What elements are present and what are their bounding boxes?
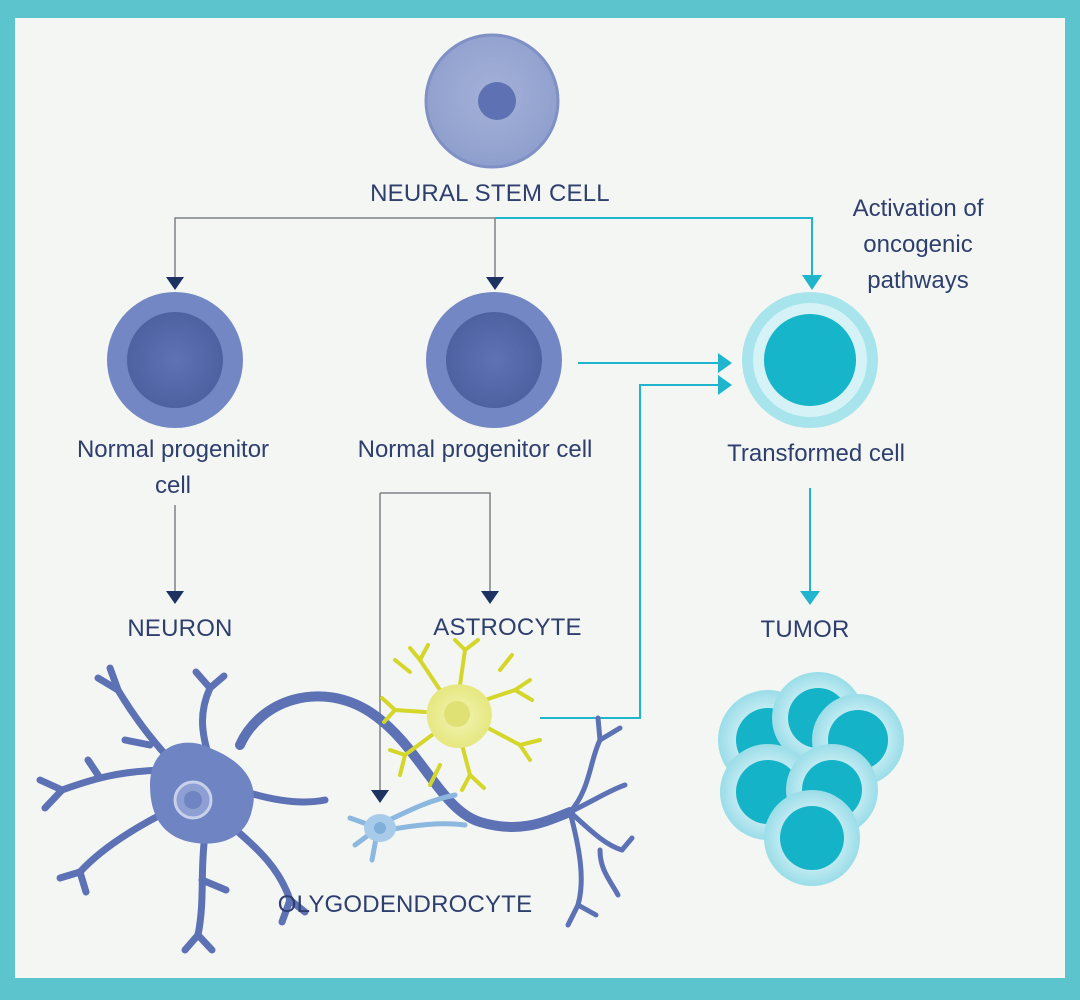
label-activation-line: oncogenic (863, 231, 973, 258)
label-progenitor-left: Normal progenitor cell (58, 432, 288, 504)
arrowhead (800, 591, 820, 605)
label-neural-stem-cell: NEURAL STEM CELL (370, 180, 610, 207)
arrow-progenitor-to-astrocyte (380, 492, 491, 592)
arrowhead (166, 591, 184, 604)
arrowhead (166, 277, 184, 290)
neural-stem-cell (424, 33, 560, 169)
progenitor-cell-mid (426, 292, 562, 428)
label-activation-oncogenic: Activation of oncogenic pathways (820, 191, 1016, 299)
label-tumor: TUMOR (760, 616, 850, 643)
arrow-stem-to-transformed (495, 217, 813, 276)
transformed-cell (742, 292, 878, 428)
label-activation-line: pathways (867, 267, 969, 294)
label-astrocyte: ASTROCYTE (433, 614, 582, 641)
label-oligodendrocyte: OLYGODENDROCYTE (277, 891, 533, 918)
astrocyte-illustration (380, 638, 542, 792)
progenitor-cell-left (107, 292, 243, 428)
arrow-stem-to-left-progenitor (174, 217, 495, 278)
oncogenic-arrows (495, 217, 813, 719)
label-neuron: NEURON (127, 615, 233, 642)
neuron-soma (150, 742, 254, 844)
label-progenitor-left-line: Normal progenitor (76, 436, 270, 463)
oligodendrocyte-illustration (347, 792, 468, 863)
arrowheads-oncogenic (718, 275, 822, 605)
arrowhead (371, 790, 389, 803)
arrow-astrocyte-to-transformed (540, 384, 722, 719)
tumor-cluster (718, 672, 904, 886)
arrowhead (802, 275, 822, 290)
arrowhead (718, 353, 732, 373)
arrowhead (486, 277, 504, 290)
label-activation-line: Activation of (852, 195, 984, 222)
arrowhead (718, 375, 732, 395)
arrowhead (481, 591, 499, 604)
arrowheads-normal (166, 277, 504, 803)
tumor-cell (764, 790, 860, 886)
label-transformed-cell: Transformed cell (727, 440, 905, 467)
normal-lineage-arrows (174, 217, 496, 790)
label-progenitor-mid: Normal progenitor cell (357, 436, 593, 463)
label-progenitor-left-line: cell (154, 472, 191, 499)
